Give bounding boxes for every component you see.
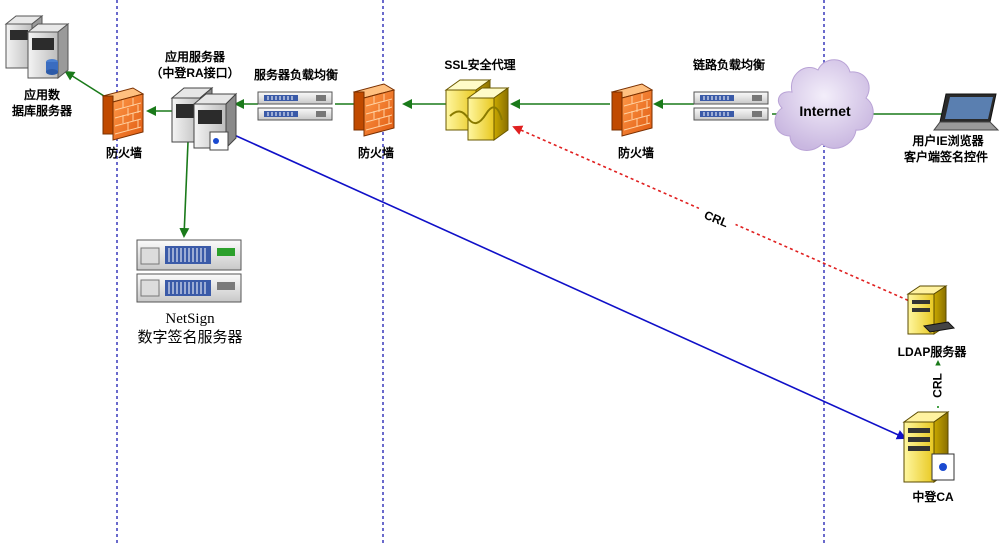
app-db-label-line1: 应用数 bbox=[23, 88, 60, 102]
ldap-label: LDAP服务器 bbox=[897, 345, 967, 359]
internet-cloud-icon bbox=[774, 59, 874, 151]
netsign-label-line1: NetSign bbox=[165, 311, 215, 327]
user-pc-label-line2: 客户端签名控件 bbox=[903, 150, 988, 164]
link-lb-label: 链路负载均衡 bbox=[692, 58, 765, 72]
server-lb-label: 服务器负载均衡 bbox=[253, 68, 338, 82]
ssl-proxy-label: SSL安全代理 bbox=[444, 58, 516, 72]
edge-firewall-to-appdb bbox=[64, 70, 105, 97]
crl-ldap-label: CRL bbox=[930, 365, 946, 406]
app-server-icon bbox=[170, 86, 238, 151]
firewall-left-icon bbox=[101, 87, 145, 141]
ssl-proxy-icon bbox=[444, 79, 510, 141]
server-load-balancer-icon bbox=[257, 91, 333, 121]
user-pc-label-line1: 用户IE浏览器 bbox=[912, 134, 984, 148]
firewall-mid-icon bbox=[352, 83, 396, 137]
ca-label: 中登CA bbox=[912, 490, 954, 504]
firewall-right-label: 防火墙 bbox=[617, 146, 654, 160]
app-db-label-line2: 据库服务器 bbox=[11, 104, 72, 118]
firewall-right-icon bbox=[610, 83, 654, 137]
netsign-server-icon bbox=[136, 239, 242, 303]
ldap-server-icon bbox=[906, 285, 956, 335]
edge-appserver-to-ca bbox=[231, 133, 907, 440]
app-server-label-line1: 应用服务器 bbox=[164, 50, 225, 64]
app-server-label-line2: （中登RA接口） bbox=[150, 66, 240, 80]
link-load-balancer-icon bbox=[693, 91, 769, 121]
edge-ldap-to-ssl-crl bbox=[512, 125, 931, 311]
firewall-left-label: 防火墙 bbox=[105, 146, 142, 160]
app-db-server-icon bbox=[4, 14, 70, 80]
firewall-mid-label: 防火墙 bbox=[357, 146, 394, 160]
internet-label: Internet bbox=[799, 103, 851, 119]
netsign-label-line2: 数字签名服务器 bbox=[137, 330, 243, 346]
user-laptop-icon bbox=[933, 93, 1000, 131]
edge-appserver-to-netsign bbox=[179, 141, 190, 238]
ca-server-icon bbox=[902, 411, 955, 483]
